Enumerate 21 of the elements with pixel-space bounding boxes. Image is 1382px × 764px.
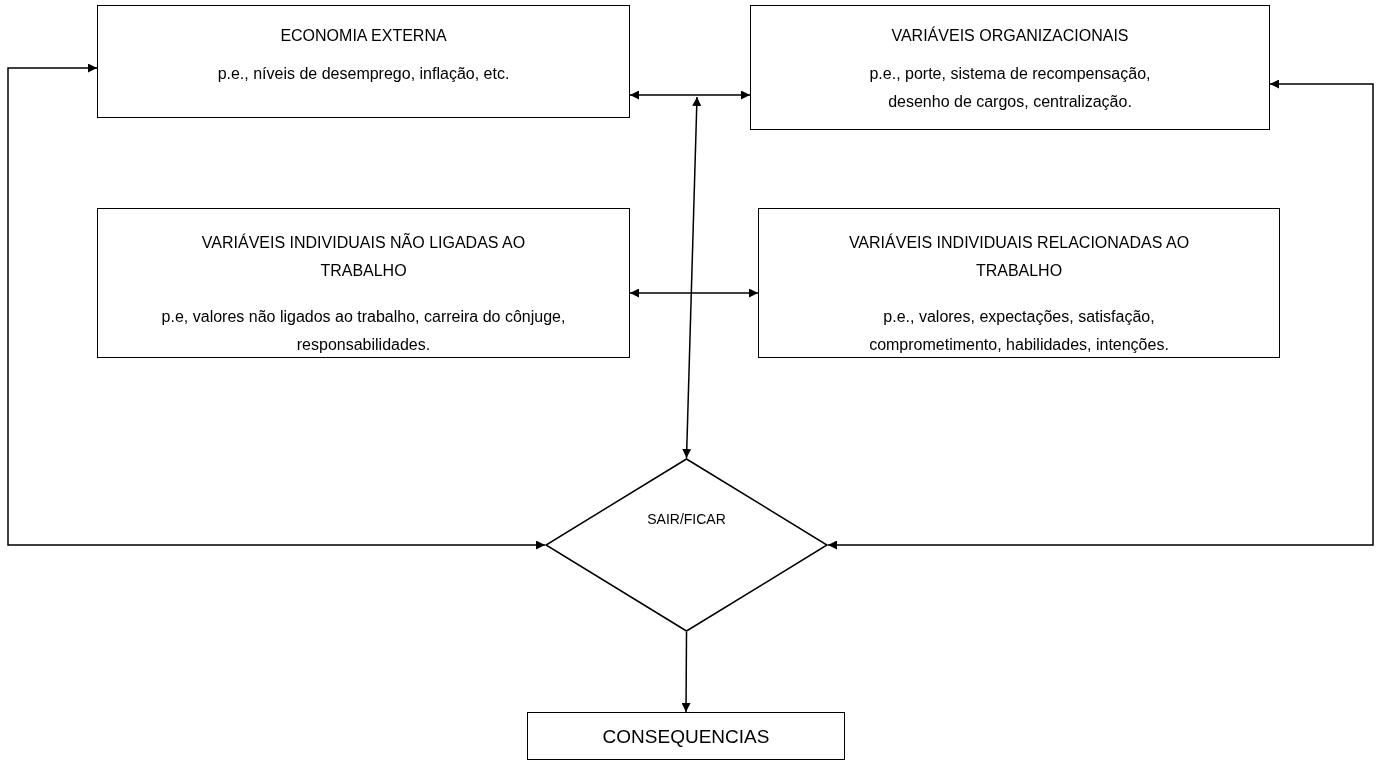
double-arrow [682,96,702,459]
double-arrow [827,79,1374,550]
box-description: p.e., valores, expectações, satisfação, comprometimento, habilidades, intenções. [868,307,1170,355]
box-description: p.e., níveis de desemprego, inflação, etc. [217,64,510,84]
box-heading: VARIÁVEIS INDIVIDUAIS RELACIONADAS AO TRABALHO [847,232,1191,281]
box-description: p.e., porte, sistema de recompensação, desenho de cargos, centralização. [868,64,1152,112]
box-heading: CONSEQUENCIAS [602,725,770,749]
double-arrow [629,288,759,298]
double-arrow [7,63,546,550]
arrow [681,631,691,713]
box-description: p.e, valores não ligados ao trabalho, carreira do cônjuge, responsabilidades. [160,307,567,355]
factor-box [97,5,630,118]
decision-label: SAIR/FICAR [646,510,727,529]
factor-box [750,5,1270,130]
double-arrow [629,90,751,100]
factor-box [97,208,630,358]
box-heading: VARIÁVEIS ORGANIZACIONAIS [891,25,1129,46]
factor-box [527,712,845,760]
factor-box [758,208,1280,358]
box-heading: ECONOMIA EXTERNA [280,26,447,46]
box-heading: VARIÁVEIS INDIVIDUAIS NÃO LIGADAS AO TRABALHO [200,232,527,281]
